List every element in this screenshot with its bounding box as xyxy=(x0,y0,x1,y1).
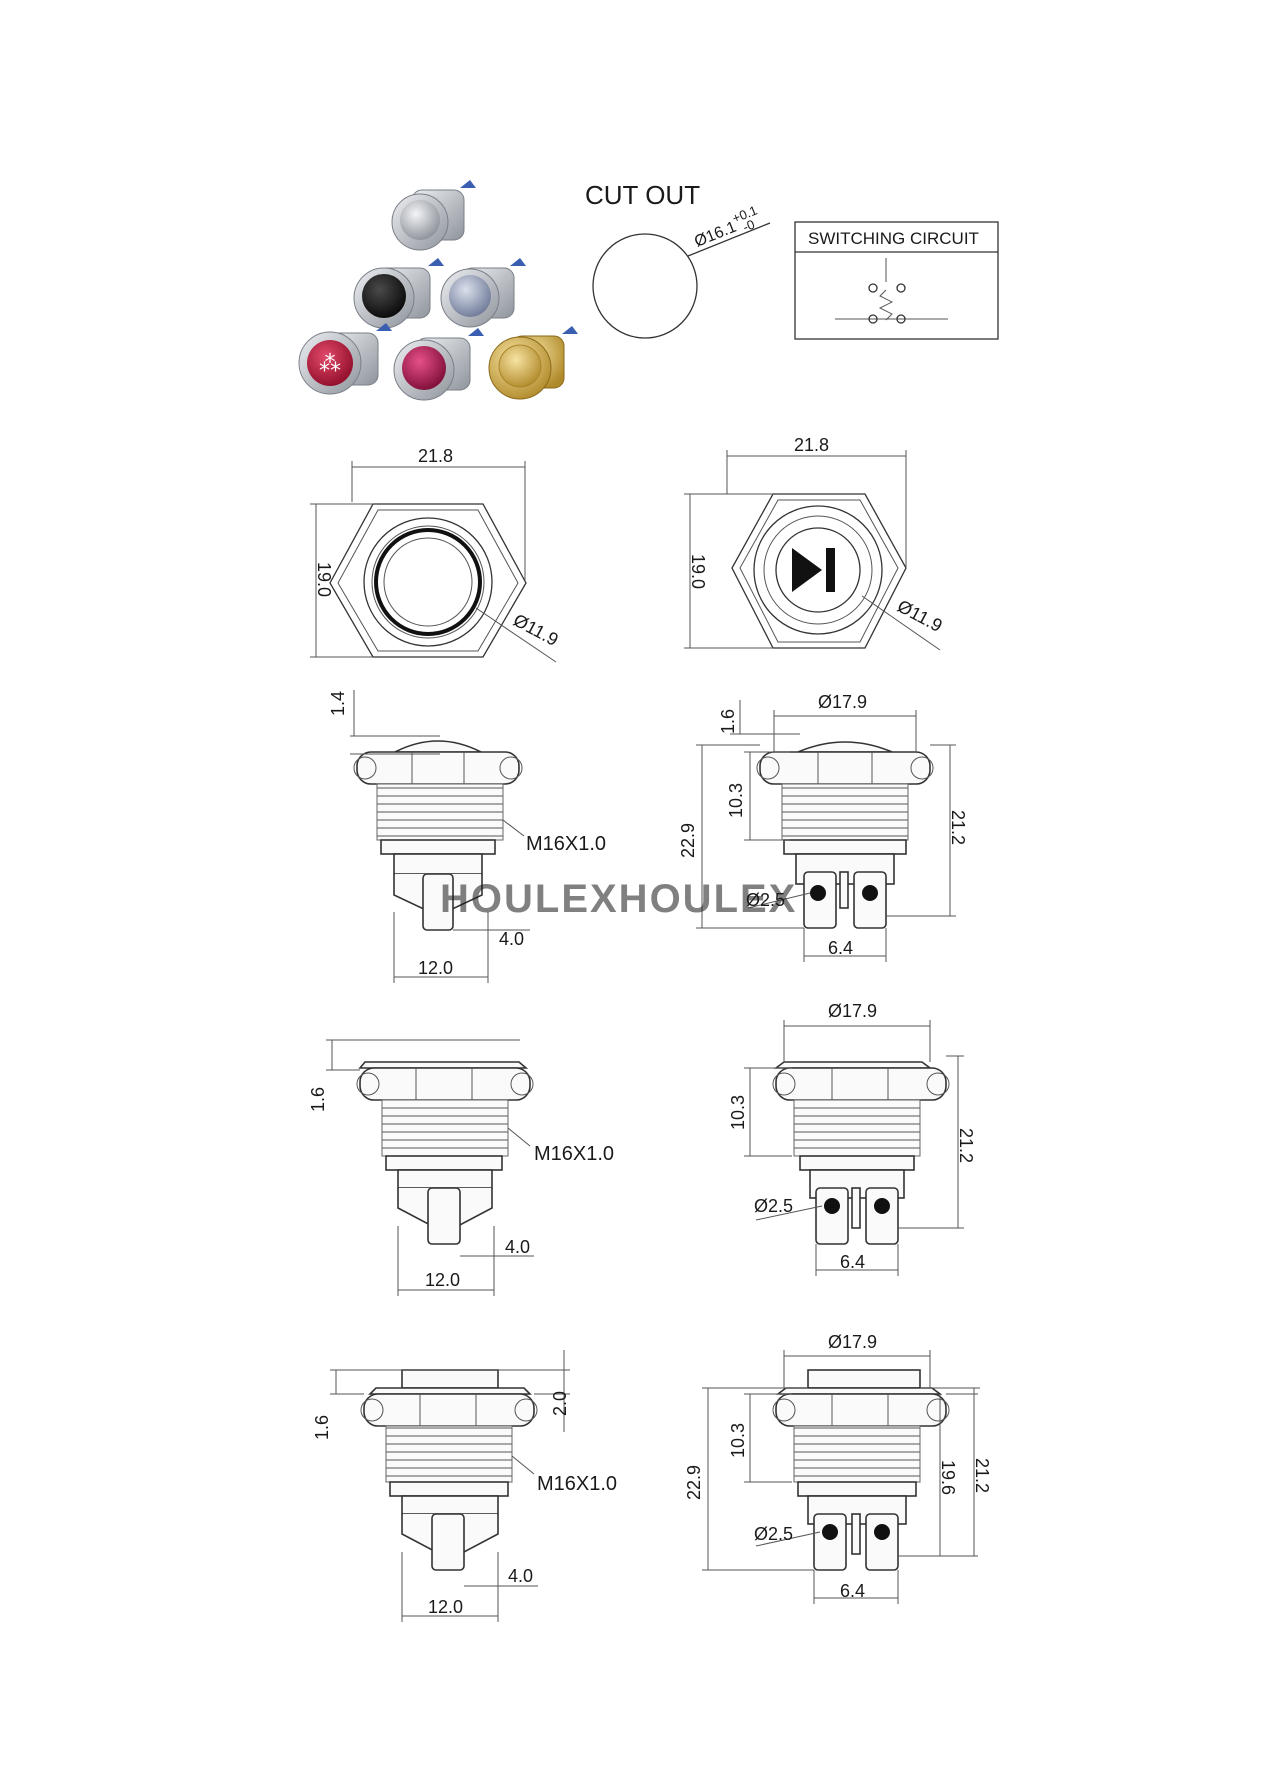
side-view-row3-left: 1.6 2.0 M16X1.0 4.0 12.0 xyxy=(312,1350,617,1622)
row2-right-head: Ø17.9 xyxy=(828,1001,877,1021)
switching-circuit-box: SWITCHING CIRCUIT xyxy=(794,221,999,340)
circuit-title: SWITCHING CIRCUIT xyxy=(808,229,979,248)
top-left-dia: Ø11.9 xyxy=(510,610,562,650)
cutout-title: CUT OUT xyxy=(585,180,700,210)
row3-left-thread: M16X1.0 xyxy=(537,1473,617,1495)
switch-photo-silver xyxy=(391,180,476,251)
row2-right-body: 10.3 xyxy=(728,1095,748,1130)
row3-right-inner: 19.6 xyxy=(938,1460,958,1495)
row2-right-height: 21.2 xyxy=(956,1128,976,1163)
cutout-tolerance-minus: -0 xyxy=(741,217,757,235)
row3-right-pitch: 6.4 xyxy=(840,1581,865,1601)
top-left-height: 19.0 xyxy=(314,562,334,597)
row3-right-total: 22.9 xyxy=(684,1465,704,1500)
row2-left-top-dim: 1.6 xyxy=(308,1087,328,1112)
top-right-height: 19.0 xyxy=(688,554,708,589)
switch-photo-red: ⁂ xyxy=(298,323,392,395)
top-right-dia: Ø11.9 xyxy=(894,596,946,636)
row3-left-top-dim: 1.6 xyxy=(312,1415,332,1440)
row1-right-height: 21.2 xyxy=(948,810,968,845)
side-view-row2-right: Ø17.9 10.3 21.2 Ø2.5 6.4 xyxy=(728,1001,976,1276)
fire-symbol-icon: ⁂ xyxy=(319,351,341,376)
row2-left-base: 12.0 xyxy=(425,1270,460,1290)
row1-left-top-dim: 1.4 xyxy=(328,691,348,716)
row2-left-thread: M16X1.0 xyxy=(534,1143,614,1165)
row3-right-body: 10.3 xyxy=(728,1423,748,1458)
switch-photo-black xyxy=(353,258,444,329)
row1-right-body: 10.3 xyxy=(726,783,746,818)
row1-right-pitch: 6.4 xyxy=(828,938,853,958)
row1-left-base: 12.0 xyxy=(418,958,453,978)
switch-photo-magenta xyxy=(393,328,484,401)
circuit-symbol-icon xyxy=(835,258,948,324)
row1-left-pin: 4.0 xyxy=(499,929,524,949)
top-view-led: 21.8 19.0 Ø11.9 xyxy=(684,435,946,651)
top-left-width: 21.8 xyxy=(418,446,453,466)
row3-right-hole: Ø2.5 xyxy=(754,1524,793,1544)
product-photos: ⁂ xyxy=(298,180,578,401)
top-view-plain: 21.8 19.0 Ø11.9 xyxy=(310,446,562,663)
cutout-drawing: CUT OUT Ø16.1+0.1 -0 xyxy=(585,180,771,339)
side-view-row2-left: 1.6 M16X1.0 4.0 12.0 xyxy=(308,1039,614,1296)
side-view-row1-left: 1.4 M16X1.0 4.0 12.0 xyxy=(328,690,606,983)
row3-left-pin: 4.0 xyxy=(508,1566,533,1586)
row1-left-thread: M16X1.0 xyxy=(526,833,606,855)
switch-photo-blue-silver xyxy=(440,258,526,328)
hex-nut-outline xyxy=(329,503,527,658)
side-view-row1-right: Ø17.9 1.6 10.3 22.9 21.2 Ø2.5 6.4 xyxy=(678,692,968,962)
row3-right-head: Ø17.9 xyxy=(828,1332,877,1352)
top-right-width: 21.8 xyxy=(794,435,829,455)
row1-right-head: Ø17.9 xyxy=(818,692,867,712)
row3-left-base: 12.0 xyxy=(428,1597,463,1617)
cutout-circle xyxy=(592,233,698,339)
side-view-row3-right: Ø17.9 10.3 22.9 19.6 21.2 Ø2.5 6.4 xyxy=(684,1332,992,1604)
row2-left-pin: 4.0 xyxy=(505,1237,530,1257)
row2-right-pitch: 6.4 xyxy=(840,1252,865,1272)
row3-left-cap: 2.0 xyxy=(550,1391,570,1416)
row1-right-top-dim: 1.6 xyxy=(718,709,738,734)
switch-photo-gold xyxy=(488,326,578,400)
row3-right-height: 21.2 xyxy=(972,1458,992,1493)
play-pause-icon xyxy=(792,548,835,592)
row2-right-hole: Ø2.5 xyxy=(754,1196,793,1216)
watermark: HOULEXHOULEX xyxy=(440,877,797,921)
row1-right-hole: Ø2.5 xyxy=(746,890,785,910)
row1-right-total: 22.9 xyxy=(678,823,698,858)
